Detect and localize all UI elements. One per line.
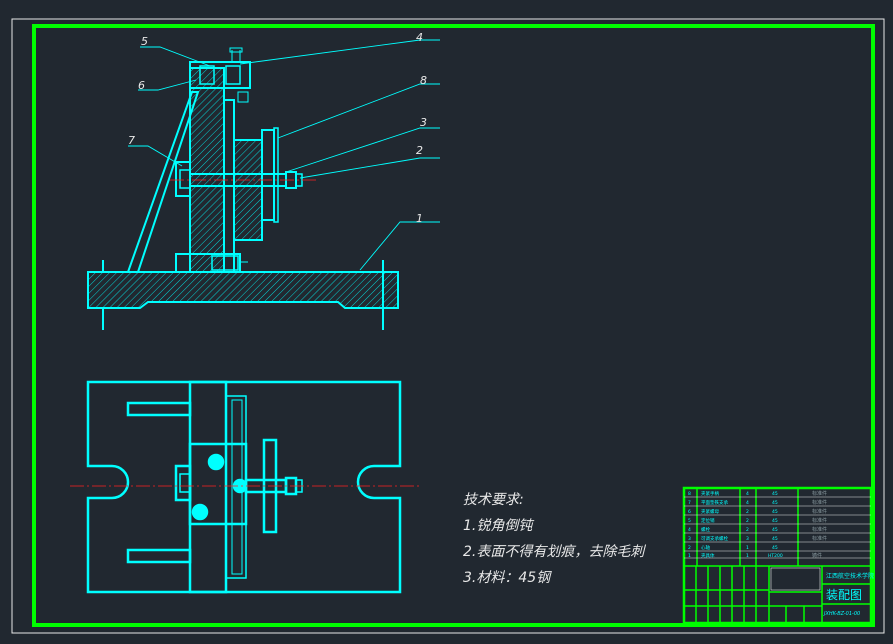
- svg-text:4: 4: [746, 491, 749, 497]
- bottom-clamp: [175, 253, 241, 273]
- svg-text:1: 1: [746, 545, 749, 551]
- callout-5: 5: [141, 35, 148, 48]
- svg-text:标准件: 标准件: [812, 490, 827, 497]
- svg-text:标准件: 标准件: [812, 499, 827, 506]
- base-outline-top: [86, 380, 402, 594]
- svg-text:45: 45: [772, 536, 778, 542]
- bom-row: 3 可调支承螺栓 3 45 标准件: [688, 535, 827, 542]
- svg-text:3: 3: [688, 536, 691, 542]
- school-name: 江西航空技术学院: [826, 572, 874, 580]
- svg-text:1: 1: [688, 553, 691, 559]
- svg-text:铸件: 铸件: [812, 552, 822, 559]
- title-grid: [684, 566, 871, 623]
- svg-text:平面垫铁支承: 平面垫铁支承: [701, 499, 728, 506]
- svg-text:可调支承螺栓: 可调支承螺栓: [701, 535, 728, 542]
- svg-text:标准件: 标准件: [812, 526, 827, 533]
- requirement-3: 3.材料：45钢: [463, 570, 552, 586]
- callout-7: 7: [128, 134, 135, 147]
- svg-text:标准件: 标准件: [812, 535, 827, 542]
- bom-row: 1 夹具体 1 HT200 铸件: [688, 552, 822, 559]
- locating-pin-bottom: [191, 503, 209, 521]
- requirements-title: 技术要求:: [463, 492, 524, 508]
- svg-text:6: 6: [688, 509, 691, 515]
- bom-row: 6 夹紧螺母 2 45 标准件: [688, 508, 827, 515]
- callout-1: 1: [416, 212, 423, 225]
- svg-text:定位销: 定位销: [701, 517, 715, 524]
- callout-8: 8: [420, 74, 427, 87]
- svg-text:夹具体: 夹具体: [701, 552, 715, 559]
- bom-row: 4 螺栓 2 45 标准件: [688, 526, 827, 533]
- svg-text:2: 2: [746, 527, 749, 533]
- callout-3: 3: [420, 116, 427, 129]
- locating-pin-top: [207, 453, 225, 471]
- drawing-name: 装配图: [826, 588, 862, 602]
- support-arm-bottom: [126, 548, 192, 564]
- svg-text:45: 45: [772, 491, 778, 497]
- locating-flange: [233, 139, 263, 241]
- svg-text:1: 1: [746, 553, 749, 559]
- sheet-outer-border: [11, 18, 885, 634]
- bom-grid: [684, 488, 871, 567]
- svg-text:45: 45: [772, 527, 778, 533]
- svg-text:夹紧手柄: 夹紧手柄: [701, 490, 719, 497]
- bom-row: 7 平面垫铁支承 4 45 标准件: [688, 499, 827, 506]
- svg-text:45: 45: [772, 545, 778, 551]
- svg-text:3: 3: [746, 536, 749, 542]
- svg-text:标准件: 标准件: [812, 517, 827, 524]
- svg-text:45: 45: [772, 518, 778, 524]
- svg-text:2: 2: [746, 509, 749, 515]
- top-plan-view: [86, 380, 402, 594]
- support-arm-top: [126, 401, 192, 417]
- svg-text:螺栓: 螺栓: [701, 526, 710, 533]
- svg-text:7: 7: [688, 500, 691, 506]
- svg-text:45: 45: [772, 500, 778, 506]
- bom-row: 5 定位销 2 45 标准件: [688, 517, 827, 524]
- top-clamp: [189, 61, 251, 89]
- support-rib: [126, 91, 200, 273]
- requirement-1: 1.锐角倒钝: [463, 518, 534, 534]
- svg-text:HT200: HT200: [768, 553, 783, 559]
- callout-4: 4: [416, 31, 423, 44]
- svg-text:4: 4: [746, 500, 749, 506]
- svg-text:4: 4: [688, 527, 691, 533]
- bom-row: 2 心轴 1 45: [688, 544, 778, 551]
- leader-lines: [128, 39, 440, 271]
- bom-row-lines: [684, 496, 871, 559]
- svg-text:5: 5: [688, 518, 691, 524]
- svg-text:2: 2: [746, 518, 749, 524]
- requirement-2: 2.表面不得有划痕，去除毛刺: [463, 544, 646, 560]
- bom-row: 8 夹紧手柄 4 45 标准件: [688, 490, 827, 497]
- svg-text:心轴: 心轴: [701, 544, 710, 551]
- svg-text:45: 45: [772, 509, 778, 515]
- base-plate: [87, 271, 399, 309]
- sheet-frame: [32, 24, 875, 627]
- svg-text:8: 8: [688, 491, 691, 497]
- bom-rows: 8 夹紧手柄 4 45 标准件 7 平面垫铁支承 4 45 标准件 6 夹紧螺母…: [688, 490, 827, 559]
- callout-labels: 5 4 6 8 3 7 2 1: [128, 31, 427, 225]
- svg-text:2: 2: [688, 545, 691, 551]
- drawing-code: JXHK-BZ-01-00: [823, 611, 860, 617]
- callout-6: 6: [138, 79, 145, 92]
- callout-2: 2: [416, 144, 423, 157]
- front-section-view: [87, 47, 399, 330]
- title-block: 8 夹紧手柄 4 45 标准件 7 平面垫铁支承 4 45 标准件 6 夹紧螺母…: [682, 486, 874, 625]
- vertical-column: [189, 67, 225, 273]
- svg-text:标准件: 标准件: [812, 508, 827, 515]
- technical-requirements: 技术要求: 1.锐角倒钝 2.表面不得有划痕，去除毛刺 3.材料：45钢: [463, 492, 646, 586]
- svg-text:夹紧螺母: 夹紧螺母: [701, 508, 719, 515]
